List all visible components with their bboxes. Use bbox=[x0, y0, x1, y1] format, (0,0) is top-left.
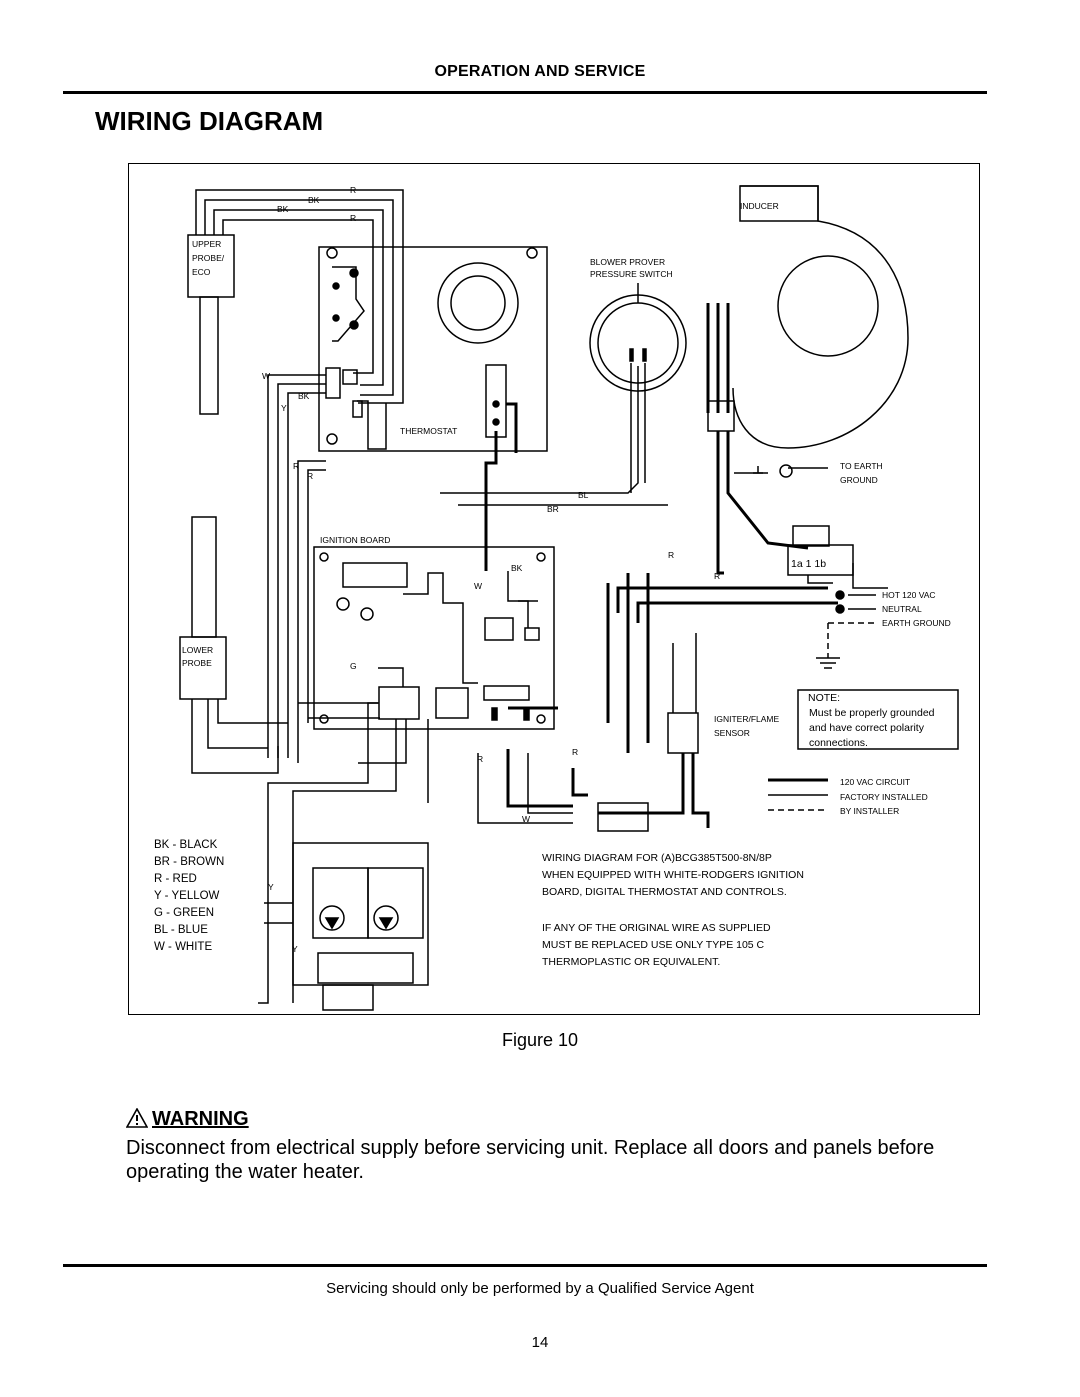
thermostat-label: THERMOSTAT bbox=[400, 426, 457, 436]
inducer-label: INDUCER bbox=[740, 201, 779, 211]
blower-prover-label-1: BLOWER PROVER bbox=[590, 257, 665, 267]
caption-line-1: WIRING DIAGRAM FOR (A)BCG385T500-8N/8P bbox=[542, 852, 772, 864]
footer-note: Servicing should only be performed by a … bbox=[326, 1280, 754, 1297]
wire-harness-top-2 bbox=[204, 199, 394, 396]
color-legend-g: G - GREEN bbox=[154, 907, 214, 919]
upper-probe-stem bbox=[199, 296, 219, 415]
note-box bbox=[797, 689, 959, 750]
note-line-3: connections. bbox=[809, 737, 868, 749]
wire-label-bk-ign: BK bbox=[511, 563, 523, 573]
inducer-housing bbox=[732, 185, 909, 449]
note-line-1: Must be properly grounded bbox=[809, 707, 935, 719]
warning-text: Disconnect from electrical supply before… bbox=[126, 1137, 935, 1183]
upper-probe-label-3: ECO bbox=[192, 267, 211, 277]
earth-label-1: TO EARTH bbox=[840, 461, 883, 471]
section-header: OPERATION AND SERVICE bbox=[434, 63, 646, 80]
blower-prover-label-2: PRESSURE SWITCH bbox=[590, 269, 673, 279]
thermostat-panel bbox=[318, 246, 548, 452]
igniter-label-1: IGNITER/FLAME bbox=[714, 714, 780, 724]
line-legend-2: FACTORY INSTALLED bbox=[840, 792, 928, 802]
igniter-flame-sensor bbox=[667, 712, 699, 754]
wire-label-r-top: R bbox=[350, 185, 356, 195]
ignition-board bbox=[313, 546, 555, 730]
wire-harness-top-4 bbox=[222, 219, 374, 374]
warning-triangle-icon bbox=[126, 1108, 148, 1128]
wire-label-y-valve1: Y bbox=[268, 882, 274, 892]
inducer-fan bbox=[777, 255, 879, 357]
warning-title: WARNING bbox=[152, 1108, 249, 1130]
page-number: 14 bbox=[531, 1334, 549, 1351]
bottom-rule bbox=[63, 1264, 987, 1267]
wire-label-w-low: W bbox=[522, 814, 530, 824]
wire-label-y-therm: Y bbox=[281, 403, 287, 413]
upper-probe-label-2: PROBE/ bbox=[192, 253, 225, 263]
switch-label: 1a 1 1b bbox=[791, 558, 826, 570]
caption-line-7: THERMOPLASTIC OR EQUIVALENT. bbox=[542, 956, 720, 968]
note-title: NOTE: bbox=[808, 692, 840, 704]
supply-hot-label: HOT 120 VAC bbox=[882, 590, 936, 600]
caption-line-5: IF ANY OF THE ORIGINAL WIRE AS SUPPLIED bbox=[542, 922, 771, 934]
wire-label-w-ign: W bbox=[474, 581, 482, 591]
upper-probe-label-1: UPPER bbox=[192, 239, 221, 249]
lower-probe-box bbox=[179, 636, 227, 700]
caption-line-6: MUST BE REPLACED USE ONLY TYPE 105 C bbox=[542, 939, 765, 951]
wire-label-r-low1: R bbox=[477, 754, 483, 764]
color-legend-bl: BL - BLUE bbox=[154, 924, 208, 936]
color-legend-br: BR - BROWN bbox=[154, 856, 224, 868]
supply-neutral-label: NEUTRAL bbox=[882, 604, 922, 614]
line-legend-1: 120 VAC CIRCUIT bbox=[840, 777, 910, 787]
rocker-switch bbox=[787, 544, 854, 576]
wire-label-bk-top2: BK bbox=[277, 204, 289, 214]
note-line-2: and have correct polarity bbox=[809, 722, 925, 734]
ignition-board-label: IGNITION BOARD bbox=[320, 535, 390, 545]
wire-label-r-ign1: R bbox=[668, 550, 674, 560]
igniter-label-2: SENSOR bbox=[714, 728, 750, 738]
color-legend-bk: BK - BLACK bbox=[154, 839, 218, 851]
wire-label-bk-therm: BK bbox=[298, 391, 310, 401]
wire-label-bl: BL bbox=[578, 490, 589, 500]
color-legend-w: W - WHITE bbox=[154, 941, 212, 953]
supply-earth-label: EARTH GROUND bbox=[882, 618, 951, 628]
page-title: WIRING DIAGRAM bbox=[95, 106, 324, 136]
thermostat-bracket bbox=[332, 266, 365, 342]
figure-caption: Figure 10 bbox=[501, 1030, 579, 1050]
wire-label-w: W bbox=[262, 371, 270, 381]
wire-label-br: BR bbox=[547, 504, 559, 514]
diagram-frame bbox=[128, 163, 980, 1015]
wiring-diagram: R BK BK R UPPER PROBE/ ECO W BK Y THERMO… bbox=[154, 185, 959, 1011]
wire-label-r-top2: R bbox=[350, 213, 356, 223]
color-legend-y: Y - YELLOW bbox=[154, 890, 220, 902]
color-legend-r: R - RED bbox=[154, 873, 197, 885]
top-rule bbox=[63, 91, 987, 94]
lower-probe-label-1: LOWER bbox=[182, 645, 213, 655]
wire-label-y-valve2: Y bbox=[292, 944, 298, 954]
wire-harness-top-3 bbox=[213, 209, 384, 386]
earth-label-2: GROUND bbox=[840, 475, 878, 485]
wire-label-r-ign2: R bbox=[714, 571, 720, 581]
caption-line-3: BOARD, DIGITAL THERMOSTAT AND CONTROLS. bbox=[542, 886, 787, 898]
wire-label-bk-top: BK bbox=[308, 195, 320, 205]
wire-label-r-low2: R bbox=[572, 747, 578, 757]
line-legend-3: BY INSTALLER bbox=[840, 806, 899, 816]
lower-probe-label-2: PROBE bbox=[182, 658, 212, 668]
wire-label-r-therm: R bbox=[293, 461, 299, 471]
wire-label-g: G bbox=[350, 661, 357, 671]
wire-harness-top-1 bbox=[195, 189, 404, 404]
wire-label-r-therm2: R bbox=[307, 471, 313, 481]
caption-line-2: WHEN EQUIPPED WITH WHITE-RODGERS IGNITIO… bbox=[542, 869, 804, 881]
thermostat-dial bbox=[437, 262, 519, 344]
lower-probe-stem bbox=[191, 516, 217, 638]
